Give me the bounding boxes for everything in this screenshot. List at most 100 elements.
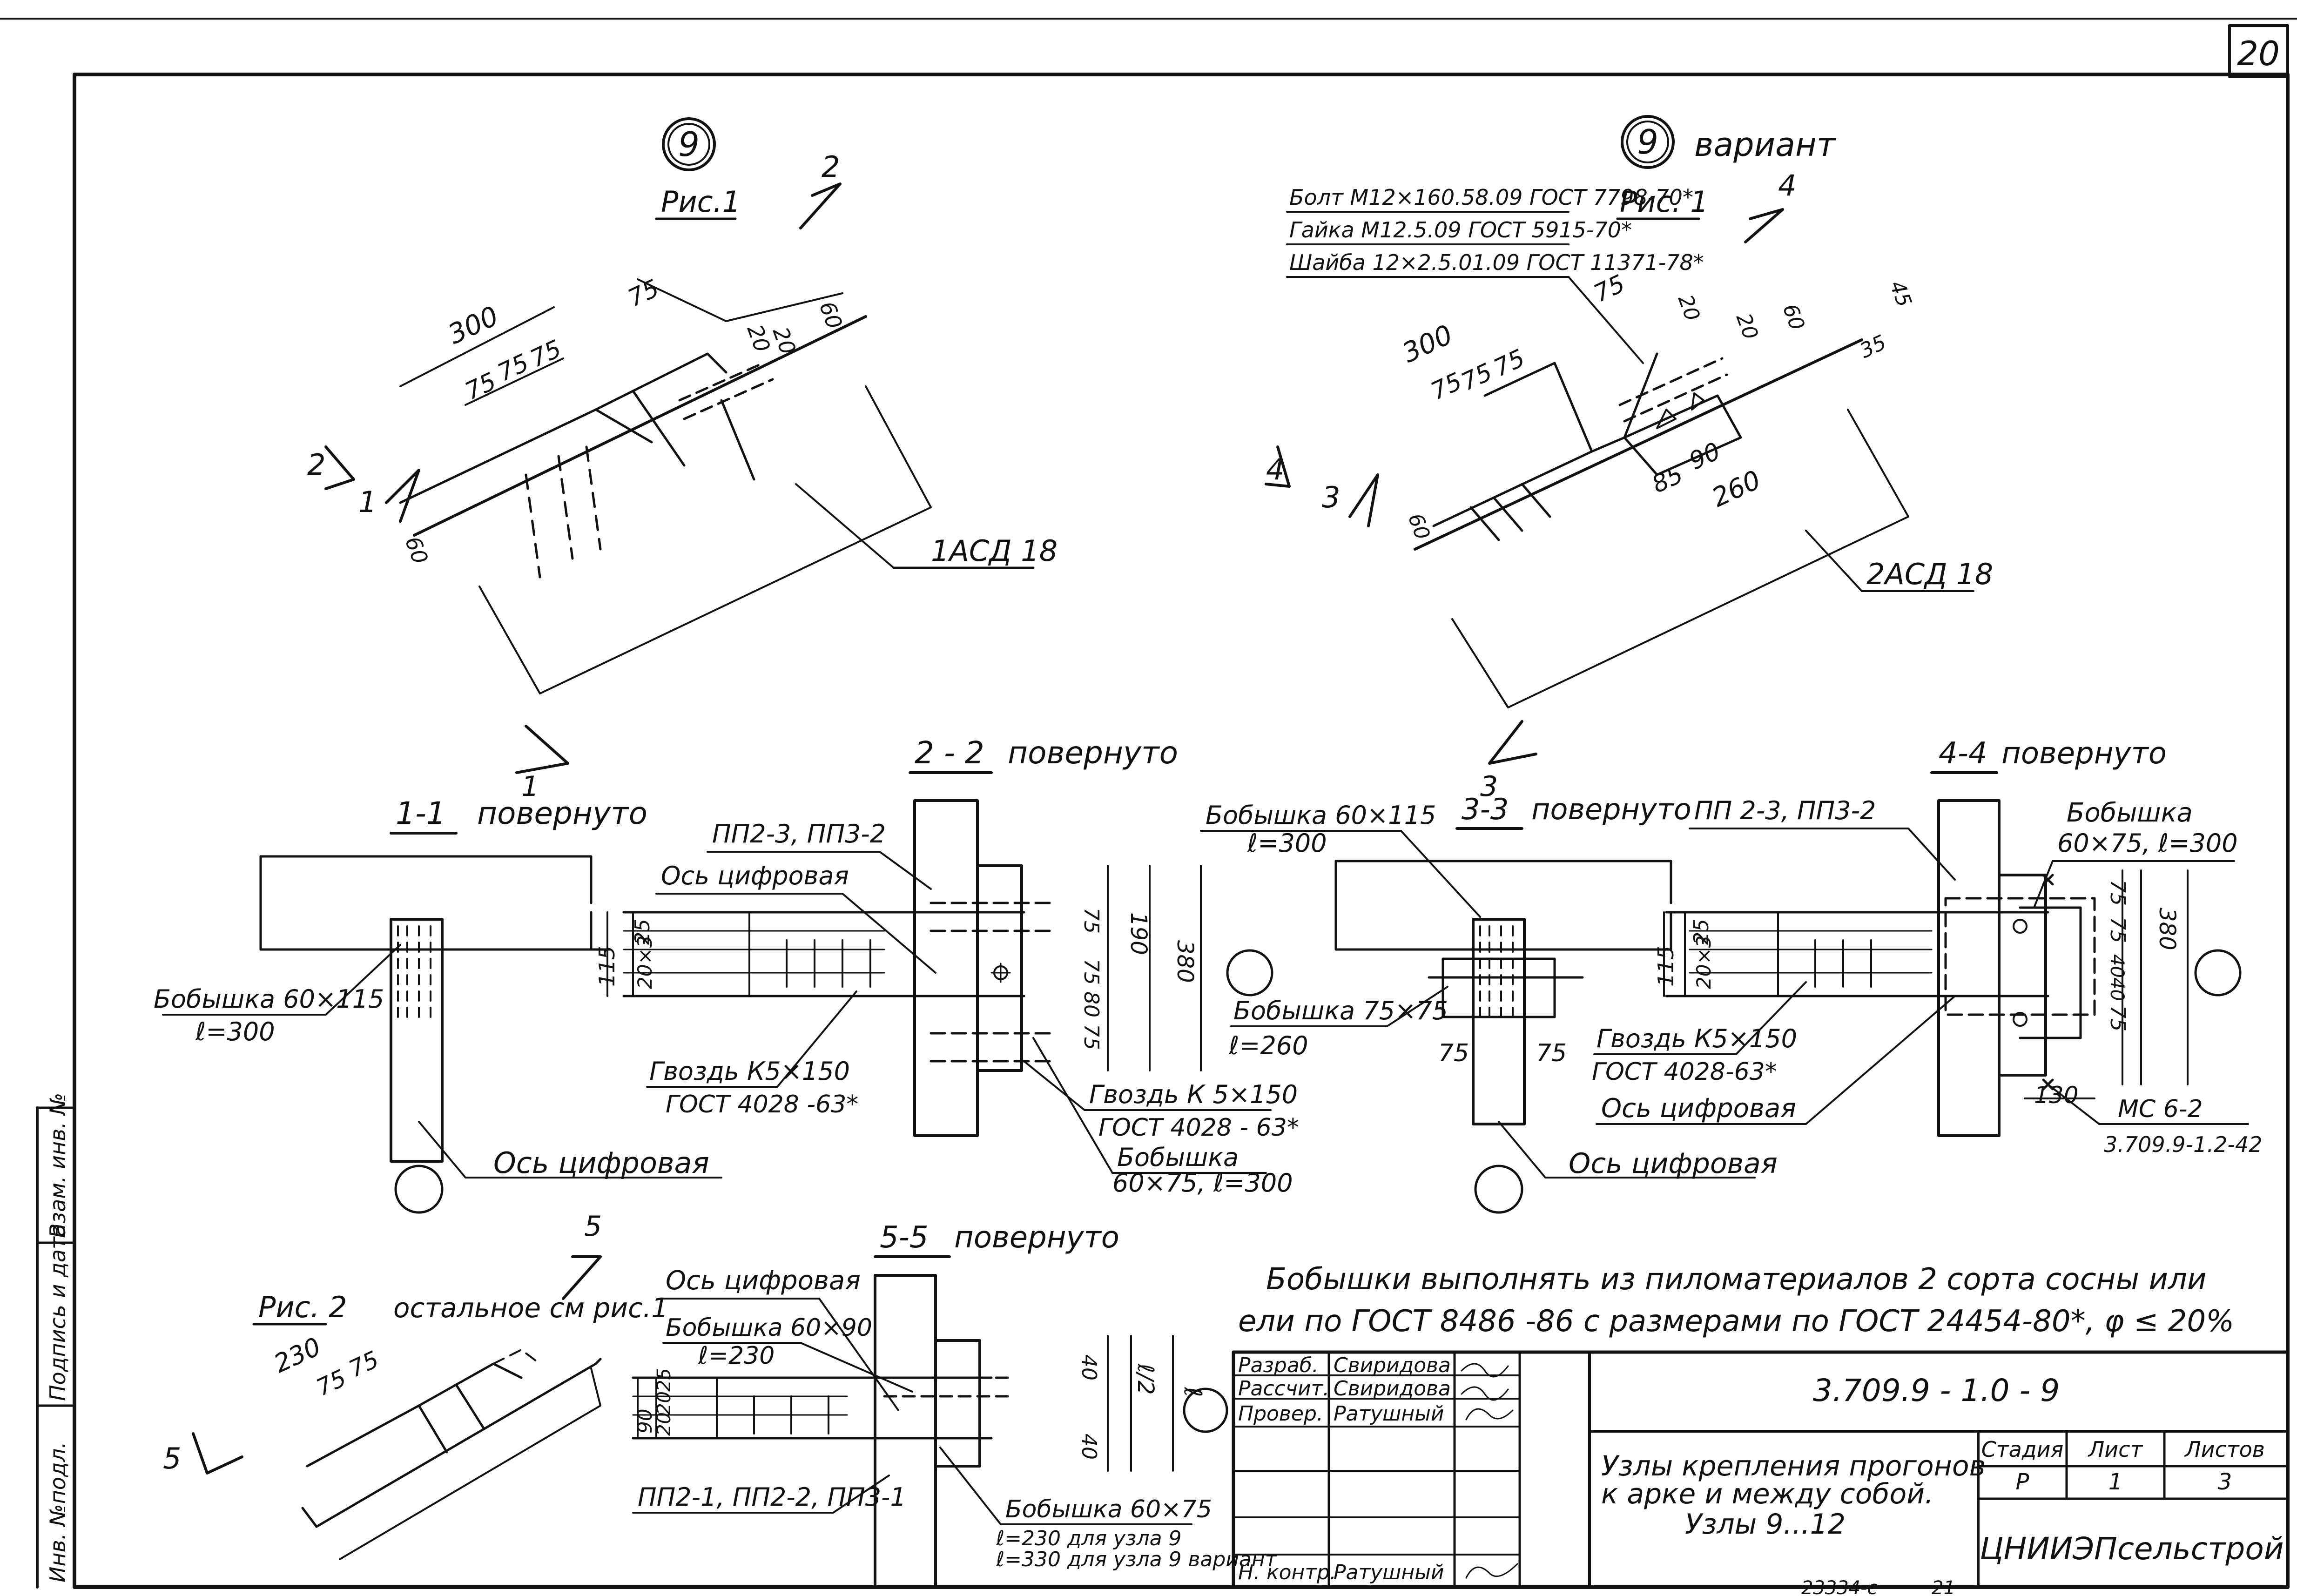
cut-arrow-4 [1265,445,1291,488]
dim-115: 115 [1653,946,1678,987]
nail-label: Гвоздь К5×150 [1596,1024,1797,1053]
dim-75b: 75 [2106,917,2129,943]
sheets-value: 3 [2218,1469,2232,1495]
dim-75b: 75 [345,1346,383,1382]
dim-90: 90 [1685,437,1724,475]
variant-label: вариант [1694,126,1837,164]
row-name-3: Ратушный [1334,1402,1444,1426]
dim-75a: 75 [1079,908,1103,934]
nail-label: Гвоздь К5×150 [649,1057,850,1086]
dim-130: 130 [2034,1082,2078,1109]
fig-caption: Рис. 1 [1620,185,1709,219]
section-title: 5-5 [880,1220,929,1255]
dim-20x3: 20×3 [633,936,656,989]
podpis-label: Подпись и дата [45,1224,70,1401]
dim-20b: 20 [768,323,801,357]
section-arrow [562,1255,602,1300]
section-4-4: 4-4 повернуто ПП 2-3, ПП3-2 Бобышка 60×7… [1592,736,2262,1157]
dim-20a: 20 [1673,291,1704,324]
dim-75b: 75 [1536,1039,1567,1067]
cut-arrow-3 [1348,473,1379,527]
signature-6 [1465,1563,1518,1579]
cut-arrow [515,725,569,774]
row-role-3: Провер. [1238,1402,1323,1426]
boss [390,918,444,1163]
stage-header: Стадия [1981,1437,2063,1462]
dim-380: 380 [2154,908,2180,950]
cut-mark: 3 [1480,770,1498,803]
dim-75d: 75 [624,274,663,312]
boss-length: ℓ=300 [1247,828,1327,858]
mark-4: 4 [1266,452,1284,486]
axis-bubble [1474,1165,1523,1214]
dim-25: 25 [1690,919,1713,945]
cut-mark: 1 [521,770,539,803]
axis-label: Ось цифровая [493,1146,709,1180]
purlin-column [913,799,979,1137]
dim-40b: 40 [1077,1434,1101,1460]
dim-75c: 75 [2106,1005,2129,1031]
leader-text: 1АСД 18 [931,534,1058,568]
mark-5: 5 [163,1441,181,1475]
dim-35: 35 [1856,330,1890,363]
fig-caption: Рис.1 [661,185,741,219]
section-mark: 2 [822,150,840,184]
nail-gost: ГОСТ 4028 -63* [666,1091,858,1118]
row-role-2: Рассчит. [1238,1377,1329,1401]
dim-45: 45 [1885,277,1916,310]
boss-length: ℓ=230 [698,1342,775,1370]
organization: ЦНИИЭПсельстрой [1980,1531,2284,1567]
sheet-header: Лист [2088,1437,2143,1462]
dim-80: 80 [1079,991,1103,1017]
dim-40a: 40 [2106,954,2128,978]
node-number: 9 [678,125,700,164]
dim-75a: 75 [461,367,500,405]
section-rotated: повернуто [1531,792,1691,826]
boss-label: Бобышка [2067,798,2193,828]
section-title: 2 - 2 [915,735,984,771]
boss2-length: ℓ=260 [1228,1031,1308,1060]
sheets-header: Листов [2184,1437,2265,1462]
row-name-1: Свиридова [1334,1354,1451,1377]
dim-75c: 75 [526,335,566,373]
left-strip: Инв. №подл. Подпись и дата Взам. инв. № [36,1093,76,1589]
section-1-1: 1 1-1 повернуто Бобышка 60×115 ℓ=300 Ось… [154,725,722,1214]
purlin-label: ПП 2-3, ПП3-2 [1694,796,1876,825]
section-rotated: повернуто [477,795,647,831]
dim-60b: 60 [1403,510,1435,543]
title-block: Разраб. Свиридова Рассчит. Свиридова Про… [1232,1350,2290,1589]
page-number: 20 [2237,34,2280,73]
signature-2 [1461,1386,1509,1401]
boss2-a: ℓ=230 для узла 9 [996,1527,1182,1550]
axis-bubble [394,1165,444,1214]
note-line-1: Бобышки выполнять из пиломатериалов 2 со… [1266,1262,2206,1297]
dim-60: 60 [1778,301,1809,333]
part-doc: 3.709.9-1.2-42 [2104,1132,2262,1157]
axis-bubble [2194,949,2242,997]
dim-20b: 20 [1731,310,1763,343]
drawing-code: 3.709.9 - 1.0 - 9 [1813,1373,2060,1408]
dim-l: ℓ [1179,1387,1206,1397]
boss-block [976,864,1023,1072]
section-3-3: 3 3-3 повернуто Бобышка 60×115 ℓ=300 Боб… [1200,720,1778,1214]
boss-size: 60×75, ℓ=300 [2057,828,2238,858]
title-line-3: Узлы 9...12 [1685,1508,1846,1541]
sheet-value: 1 [2108,1469,2123,1495]
dim-75d: 75 [1590,269,1629,308]
dim-25: 25 [653,1368,675,1392]
purlin-label: ПП2-1, ПП2-2, ПП3-1 [638,1482,906,1512]
signature-3 [1465,1408,1514,1421]
dim-300: 300 [1397,318,1457,369]
section-arrow [1744,208,1784,243]
fig2: 5 Рис. 2 остальное см рис.1 230 75 75 5 [163,1210,668,1560]
row-role-1: Разраб. [1238,1354,1319,1377]
dim-230: 230 [269,1332,325,1379]
dim-l-half: ℓ/2 [1132,1363,1159,1395]
row-role-6: Н. контр. [1238,1561,1336,1584]
vzam-label: Взам. инв. № [45,1093,70,1238]
part-label: МС 6-2 [2118,1095,2203,1123]
cross-boss [1442,957,1556,1018]
boss-label: Бобышка [1117,1143,1239,1172]
mark-1: 1 [358,485,377,519]
